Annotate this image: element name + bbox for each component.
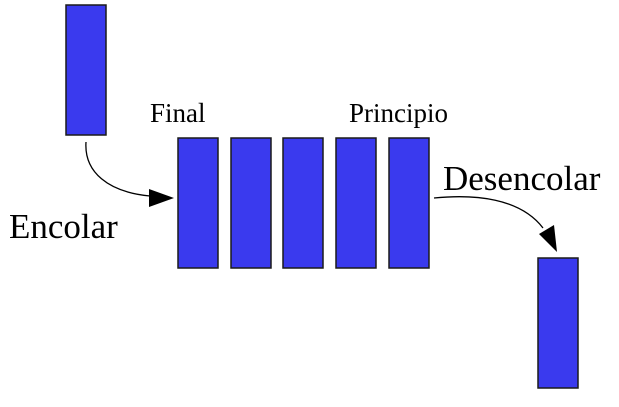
final-label: Final [150,98,206,128]
queue-element-1 [177,137,219,269]
queue-element-5 [388,137,430,269]
queue-element-4 [335,137,377,269]
dequeue-arrow [433,196,544,229]
enqueue-arrowhead [149,189,174,207]
principio-label: Principio [349,98,448,128]
desencolar-label: Desencolar [443,159,601,198]
dequeue-arrowhead [539,225,557,252]
enqueue-arrow [85,141,151,197]
queue-element-2 [230,137,272,269]
encolar-label: Encolar [9,207,118,246]
incoming-element [65,4,107,136]
dequeued-element [537,257,579,389]
queue-element-3 [282,137,324,269]
